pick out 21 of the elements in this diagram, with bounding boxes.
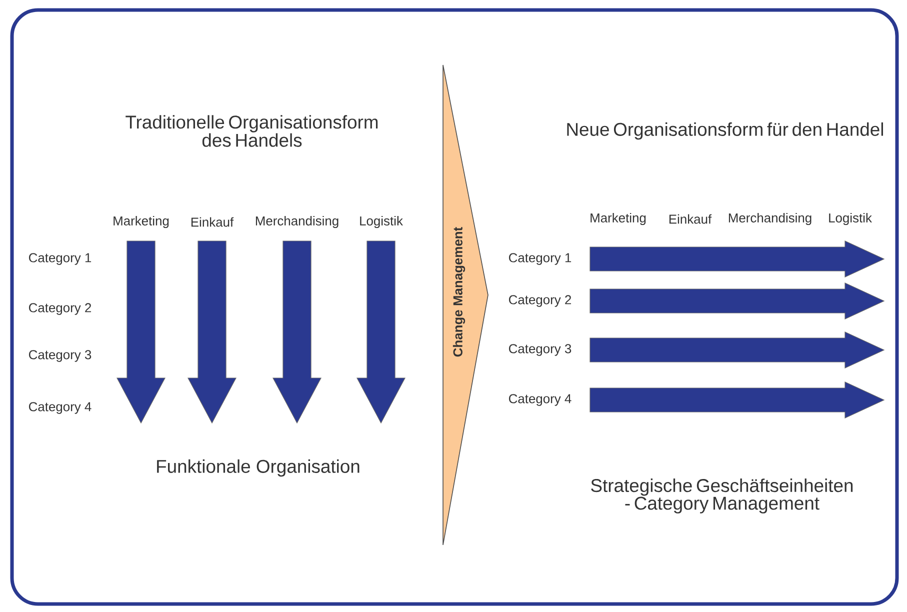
- column-label: Einkauf: [669, 214, 712, 224]
- column-label: Merchandising: [256, 216, 338, 228]
- row-label: Category 1: [508, 253, 572, 265]
- column-label: Einkauf: [191, 217, 234, 227]
- row-label: Category 2: [29, 303, 91, 315]
- row-label: Category 1: [29, 253, 92, 265]
- column-label: Logistik: [829, 212, 872, 226]
- row-label: Category 4: [508, 394, 572, 406]
- row-label: Category 3: [29, 350, 92, 362]
- heading: Traditionelle Organisationsform des Handels: [126, 115, 378, 147]
- column-label: Marketing: [590, 212, 646, 226]
- chevron: Change Management: [442, 64, 488, 546]
- column-label: Merchandising: [728, 212, 812, 226]
- row-label: Category 4: [29, 402, 92, 414]
- column-label: Logistik: [360, 216, 403, 228]
- heading: Neue Organisationsform für den Handel: [567, 122, 883, 140]
- row-label: Category 3: [508, 344, 572, 356]
- row-label: Category 2: [508, 295, 571, 307]
- column-label: Marketing: [114, 216, 169, 228]
- caption: Strategische Geschäftseinheiten - Category Management: [591, 478, 853, 514]
- caption: Funktionale Organisation: [157, 459, 360, 477]
